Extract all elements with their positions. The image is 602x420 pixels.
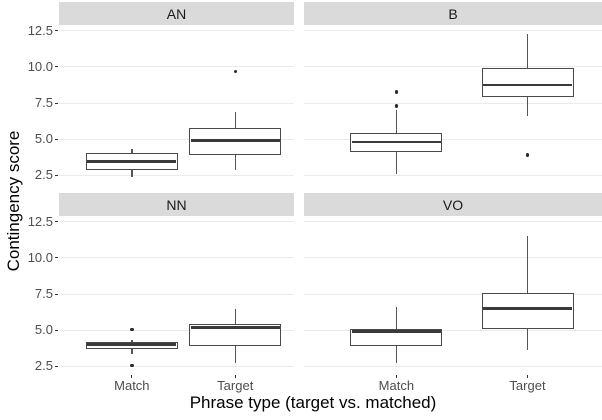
facet-strip: NN xyxy=(59,193,294,216)
gridline xyxy=(304,365,602,367)
median-line xyxy=(87,343,177,346)
outlier-point xyxy=(394,90,399,94)
gridline xyxy=(304,138,602,140)
median-line xyxy=(190,326,280,329)
x-tick-mark xyxy=(234,375,236,378)
y-tick-label: 7.5 xyxy=(34,286,53,302)
lower-whisker xyxy=(526,97,529,117)
gridline xyxy=(304,221,602,223)
y-tick-mark xyxy=(55,174,58,176)
upper-whisker xyxy=(234,308,236,325)
median-line xyxy=(351,140,441,144)
y-tick-label: 12.5 xyxy=(27,213,53,229)
y-tick-mark xyxy=(55,102,58,104)
box-target xyxy=(189,324,282,347)
outlier-point xyxy=(525,153,530,157)
y-tick-label: 7.5 xyxy=(34,95,53,111)
gridline xyxy=(59,66,294,68)
y-tick-label: 10.0 xyxy=(27,249,53,265)
gridline xyxy=(59,30,294,32)
gridline xyxy=(304,30,602,32)
outlier-point xyxy=(130,327,134,332)
lower-whisker xyxy=(395,152,398,174)
gridline xyxy=(304,257,602,259)
gridline xyxy=(59,365,294,367)
median-line xyxy=(351,330,441,333)
facet-strip: AN xyxy=(59,2,294,25)
median-line xyxy=(190,139,280,142)
upper-whisker xyxy=(526,236,529,293)
x-tick-mark xyxy=(395,375,397,378)
gridline xyxy=(59,102,294,104)
y-tick-mark xyxy=(55,66,58,68)
y-tick-label: 12.5 xyxy=(27,22,53,38)
x-tick-label: Target xyxy=(217,378,254,393)
facet-strip: VO xyxy=(304,193,602,216)
gridline xyxy=(59,138,294,140)
gridline xyxy=(59,221,294,223)
lower-whisker xyxy=(526,328,529,351)
y-tick-mark xyxy=(55,30,58,32)
gridline xyxy=(59,257,294,259)
lower-whisker xyxy=(131,169,133,177)
y-tick-label: 5.0 xyxy=(34,131,53,147)
upper-whisker xyxy=(526,33,529,69)
gridline xyxy=(304,329,602,331)
gridline xyxy=(304,174,602,176)
lower-whisker xyxy=(234,155,236,171)
y-tick-mark xyxy=(55,365,58,367)
box-target xyxy=(481,68,574,98)
facet-panel xyxy=(59,216,294,375)
upper-whisker xyxy=(395,307,398,330)
x-tick-label: Target xyxy=(509,378,546,393)
upper-whisker xyxy=(131,340,133,342)
gridline xyxy=(59,293,294,295)
x-tick-label: Match xyxy=(378,378,415,393)
x-axis-title: Phrase type (target vs. matched) xyxy=(189,393,437,412)
lower-whisker xyxy=(131,348,133,355)
lower-whisker xyxy=(395,346,398,364)
upper-whisker xyxy=(395,110,398,134)
y-tick-mark xyxy=(55,257,58,259)
outlier-point xyxy=(130,363,134,368)
gridline xyxy=(304,293,602,295)
median-line xyxy=(483,83,572,87)
x-tick-mark xyxy=(527,375,528,378)
y-tick-mark xyxy=(55,221,58,223)
gridline xyxy=(59,174,294,176)
gridline xyxy=(59,329,294,331)
gridline xyxy=(304,102,602,104)
median-line xyxy=(87,160,177,163)
box-target xyxy=(481,292,574,329)
x-tick-mark xyxy=(131,375,133,378)
x-tick-label: Match xyxy=(114,378,150,393)
y-tick-mark xyxy=(55,329,58,331)
outlier-point xyxy=(394,104,399,108)
gridline xyxy=(304,66,602,68)
box-match xyxy=(350,329,443,347)
y-tick-label: 10.0 xyxy=(27,58,53,74)
y-tick-label: 2.5 xyxy=(34,358,53,374)
y-tick-mark xyxy=(55,293,58,295)
median-line xyxy=(483,307,572,310)
facet-panel xyxy=(304,25,602,184)
upper-whisker xyxy=(131,149,133,153)
upper-whisker xyxy=(234,111,236,128)
lower-whisker xyxy=(234,346,236,364)
y-tick-mark xyxy=(55,138,58,140)
facet-strip: B xyxy=(304,2,602,25)
y-tick-label: 5.0 xyxy=(34,322,53,338)
y-tick-label: 2.5 xyxy=(34,167,53,183)
outlier-point xyxy=(233,69,237,73)
